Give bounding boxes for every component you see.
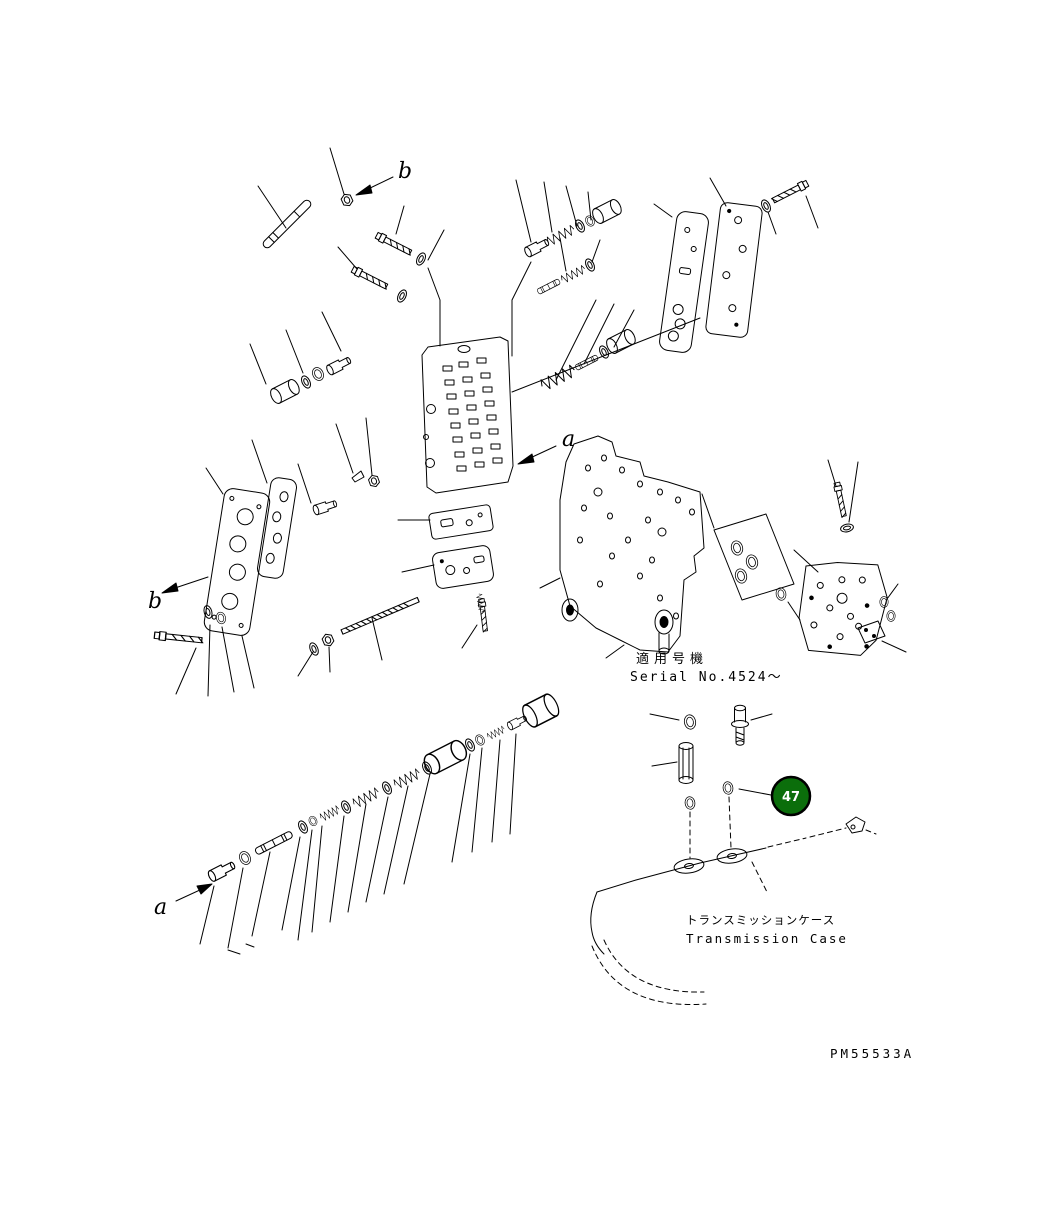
part-bolt-lowleft — [153, 630, 205, 646]
leader-lines-bottom-assembly — [199, 733, 517, 955]
view-arrow-a-mid — [517, 445, 557, 465]
part-valve-small-left — [311, 498, 339, 516]
part-end-cover-left — [203, 488, 271, 636]
part-cone-pin — [351, 470, 365, 483]
part-oring-left — [309, 365, 327, 383]
part-callout-47[interactable]: 47 — [770, 775, 812, 817]
part-plate-fragment — [857, 620, 886, 644]
part-oring-lowleft — [214, 610, 228, 626]
part-oring-case-top — [682, 713, 698, 731]
part-bolt-topright — [770, 179, 810, 206]
part-hex-nut-mid — [367, 473, 381, 489]
part-washer-stud — [307, 641, 321, 657]
main-valve-body — [421, 336, 514, 494]
view-label-b-top: b — [398, 159, 412, 184]
part-sleeve-case — [678, 742, 694, 784]
part-nut-stud — [320, 631, 336, 649]
part-bushing-topcenter — [589, 197, 624, 226]
view-arrow-a-bottom — [175, 883, 213, 902]
view-label-b-left: b — [148, 589, 162, 614]
part-oring-sheet — [713, 513, 795, 601]
part-oring-case-bottom — [683, 795, 697, 811]
callout-circle[interactable] — [770, 775, 812, 817]
leader-lines — [175, 147, 907, 767]
part-bushing-right — [603, 327, 638, 356]
transmission-case-label-jp: トランスミッションケース — [686, 913, 835, 927]
part-nut-top — [339, 191, 355, 209]
serial-note-en: Serial No.4524～ — [630, 670, 783, 685]
part-washer-lowleft — [202, 604, 214, 620]
part-gasket-left — [256, 477, 298, 579]
view-label-a-bottom: a — [154, 895, 167, 920]
part-plate-right — [798, 561, 888, 656]
part-fitting-case — [731, 704, 749, 746]
separator-plate — [559, 435, 705, 655]
drawing-number: PM55533A — [830, 1046, 914, 1061]
part-oring-case-mid — [721, 780, 735, 796]
part-bolt-top-2 — [350, 265, 390, 292]
callout-leader-line — [738, 788, 772, 796]
part-bolt-top-1 — [374, 231, 414, 258]
part-block — [432, 545, 494, 589]
transmission-case — [590, 796, 877, 1006]
part-spring-mid — [559, 264, 587, 285]
view-arrow-b-left — [161, 576, 209, 594]
part-stud — [340, 596, 420, 635]
part-pin — [262, 199, 312, 249]
part-plate-small — [428, 504, 494, 540]
part-washer-mid — [583, 256, 597, 274]
serial-note-jp: 適用号機 — [636, 651, 708, 667]
bottom-spool-assembly — [206, 691, 563, 883]
part-oring-far-right-1 — [879, 596, 889, 608]
part-bushing-left — [267, 377, 302, 406]
view-arrow-b-top — [355, 176, 394, 196]
callout-number: 47 — [782, 790, 800, 805]
part-washer-right-plate — [839, 522, 855, 534]
part-washer-top-1 — [414, 250, 428, 268]
part-bolt-right-plate — [832, 481, 849, 519]
part-washer-left — [299, 373, 313, 391]
part-plug-left — [324, 354, 353, 377]
part-oring-far-right-2 — [886, 610, 896, 622]
part-plug-topcenter — [522, 236, 551, 259]
transmission-case-label-en: Transmission Case — [686, 931, 848, 946]
part-spool-mid — [536, 278, 562, 295]
part-oring-topcenter — [583, 213, 597, 229]
part-washer-top-2 — [395, 287, 409, 305]
part-screw-block — [477, 598, 490, 633]
part-spool-right — [574, 354, 600, 371]
part-gasket-right — [659, 211, 709, 353]
view-label-a-mid: a — [562, 427, 575, 452]
part-cover-right — [705, 202, 763, 338]
